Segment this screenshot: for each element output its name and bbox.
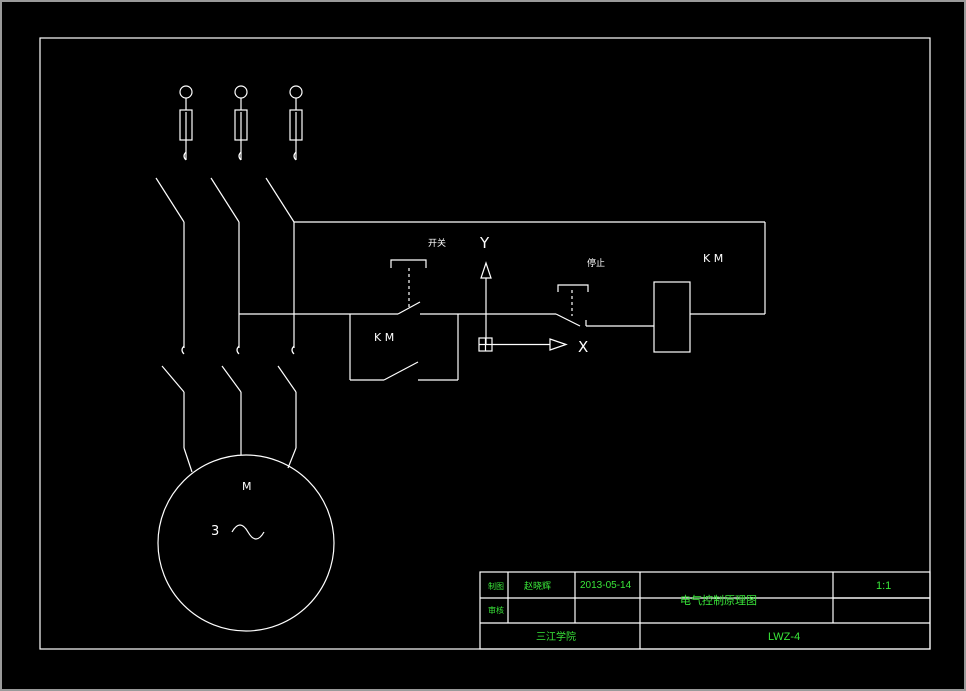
axis-symbol: Y X [478, 234, 588, 356]
holding-contact-label: K M [374, 331, 394, 344]
stop-button-label: 停止 [587, 257, 605, 269]
row2-label: 审核 [488, 605, 504, 615]
drawing-scale: 1:1 [876, 580, 891, 592]
designer-name: 赵晓辉 [524, 580, 551, 591]
breaker-contact [210, 177, 240, 223]
drawing-number: LWZ-4 [768, 631, 800, 643]
main-contact [277, 365, 297, 393]
phase-l3 [265, 85, 303, 469]
drawing-title: 电气控制原理图 [680, 593, 757, 607]
supply-terminal [234, 85, 248, 99]
motor: M 3 [157, 454, 335, 632]
contactor-coil-label: K M [703, 252, 723, 265]
motor-phase-count: 3 [211, 524, 219, 539]
drawing-date: 2013-05-14 [580, 580, 632, 591]
school-name: 三江学院 [536, 630, 576, 643]
stop-button-head [557, 284, 589, 292]
holding-contact [383, 361, 419, 381]
start-button-contact [397, 301, 421, 315]
ac-wave-icon [231, 524, 265, 540]
supply-terminal [179, 85, 193, 99]
start-button-head [390, 259, 427, 268]
stop-button-contact [555, 313, 581, 327]
title-block: 制图 赵晓辉 2013-05-14 电气控制原理图 1:1 审核 三江学院 LW… [479, 571, 931, 650]
axis-x-arrow-icon [549, 338, 568, 351]
motor-letter: M [242, 480, 252, 493]
main-contact [221, 365, 242, 393]
breaker-contact [265, 177, 295, 223]
row1-label: 制图 [488, 581, 504, 591]
main-contact [161, 365, 185, 393]
supply-terminal [289, 85, 303, 99]
axis-y-label: Y [479, 234, 490, 252]
contactor-coil [653, 281, 691, 353]
axis-x-label: X [578, 338, 588, 356]
axis-y-arrow-icon [480, 261, 492, 279]
phase-l2 [210, 85, 248, 455]
phase-l1 [155, 85, 193, 473]
start-button-label: 开关 [428, 237, 446, 249]
breaker-contact [155, 177, 185, 223]
control-circuit: 开关 K M 停止 K M Y X [239, 221, 766, 381]
motor-circle [157, 454, 335, 632]
